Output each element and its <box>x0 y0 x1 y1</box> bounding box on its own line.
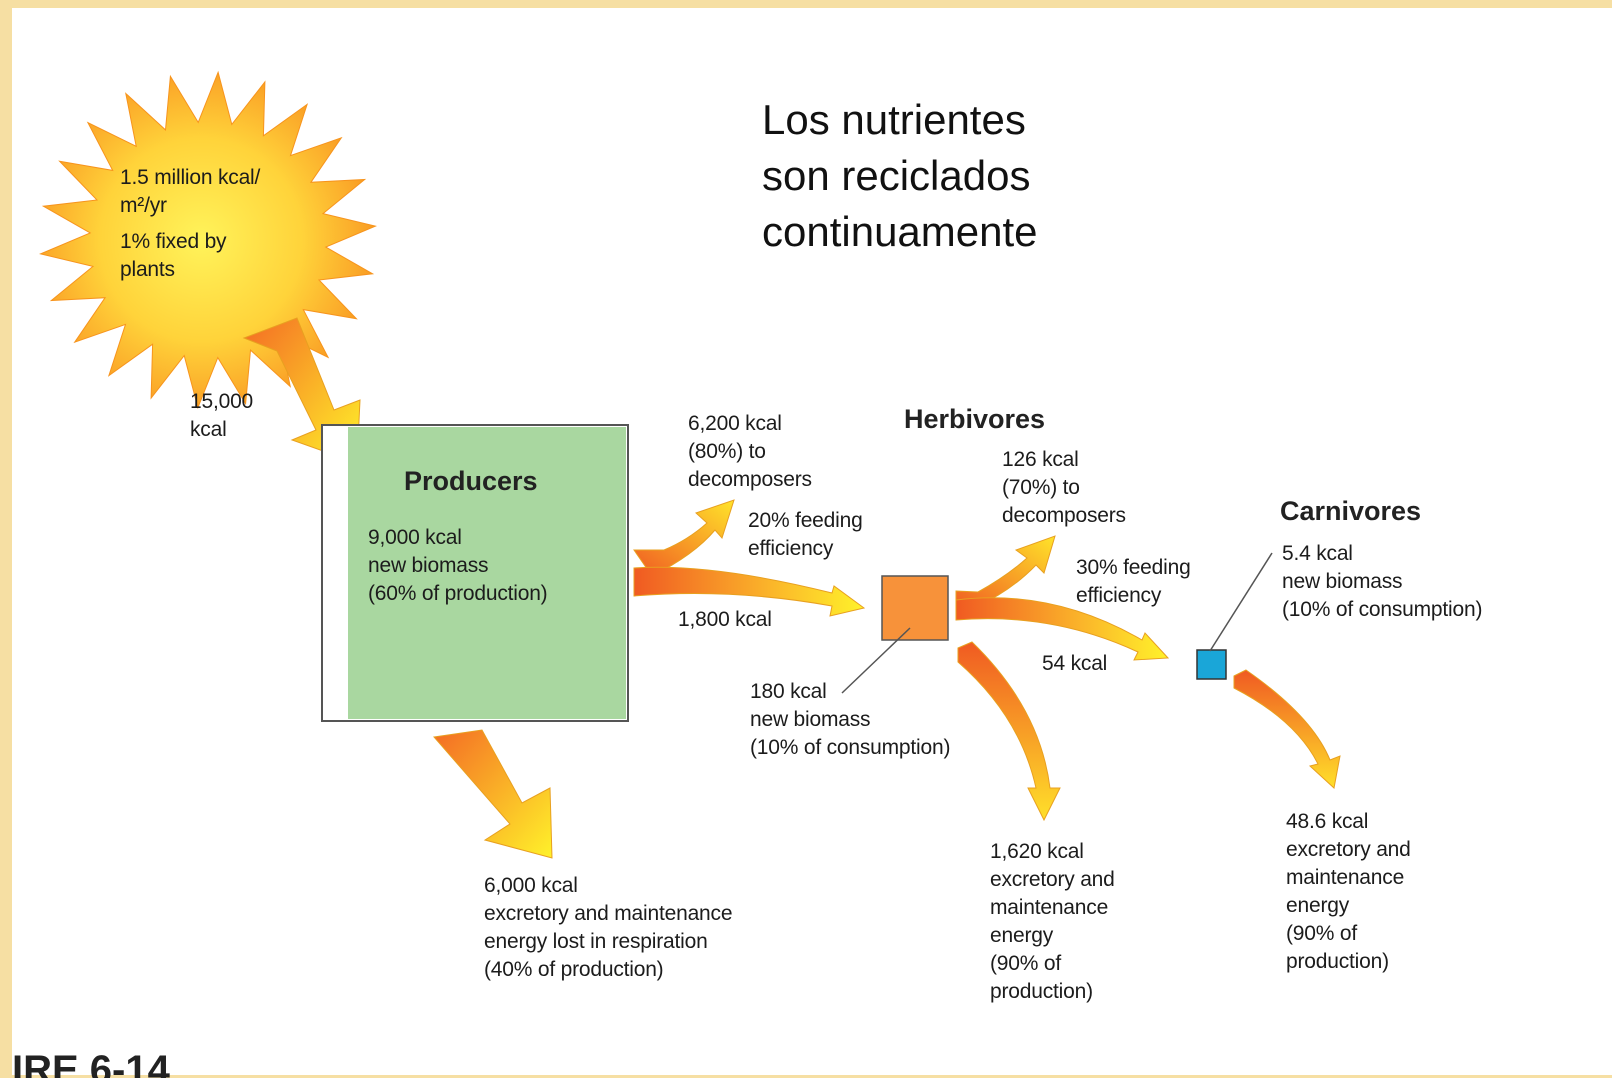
carnivores-respiration-label: 48.6 kcal excretory and maintenance ener… <box>1286 810 1411 973</box>
producers-respiration-arrow <box>433 729 553 859</box>
producers-decomposers-arrow <box>633 499 735 577</box>
herbivores-biomass-label: 180 kcal new biomass (10% of consumption… <box>750 680 951 759</box>
input-flow-label: 15,000 kcal <box>190 390 254 441</box>
sun-energy-label: 1.5 million kcal/ m²/yr 1% fixed by plan… <box>120 166 261 281</box>
note-line-2: son reciclados <box>762 152 1031 199</box>
feeding-efficiency-2: 30% feeding efficiency <box>1076 556 1191 607</box>
flow-to-carnivores-label: 54 kcal <box>1042 652 1108 675</box>
recycling-note: Los nutrientes son reciclados continuame… <box>762 92 1038 260</box>
herbivores-respiration-label: 1,620 kcal excretory and maintenance ene… <box>990 840 1115 1003</box>
carnivores-box <box>1196 649 1227 680</box>
figure-caption-fragment: IRE 6-14 <box>12 1048 170 1078</box>
energy-flow-artwork <box>39 70 1341 859</box>
feeding-efficiency-1: 20% feeding efficiency <box>748 509 863 560</box>
carnivores-respiration-arrow <box>1233 669 1341 789</box>
herbivores-box <box>881 575 949 641</box>
producers-decomposers-label: 6,200 kcal (80%) to decomposers <box>688 412 812 491</box>
note-line-3: continuamente <box>762 208 1038 255</box>
herbivores-decomposers-label: 126 kcal (70%) to decomposers <box>1002 448 1126 527</box>
producers-biomass-label: 9,000 kcal new biomass (60% of productio… <box>368 526 548 605</box>
herbivores-respiration-arrow <box>957 641 1061 822</box>
carnivores-title: Carnivores <box>1280 496 1422 526</box>
producers-title: Producers <box>404 466 538 496</box>
producers-box <box>321 424 629 722</box>
diagram-canvas: Los nutrientes son reciclados continuame… <box>12 8 1612 1078</box>
flow-to-herbivores-label: 1,800 kcal <box>678 608 772 631</box>
producers-respiration-label: 6,000 kcal excretory and maintenance ene… <box>484 874 733 981</box>
carnivores-biomass-label: 5.4 kcal new biomass (10% of consumption… <box>1282 542 1483 621</box>
herbivores-carnivores-arrow <box>955 597 1170 661</box>
note-line-1: Los nutrientes <box>762 96 1026 143</box>
herbivores-title: Herbivores <box>904 404 1046 434</box>
producers-herbivores-arrow <box>633 566 866 617</box>
